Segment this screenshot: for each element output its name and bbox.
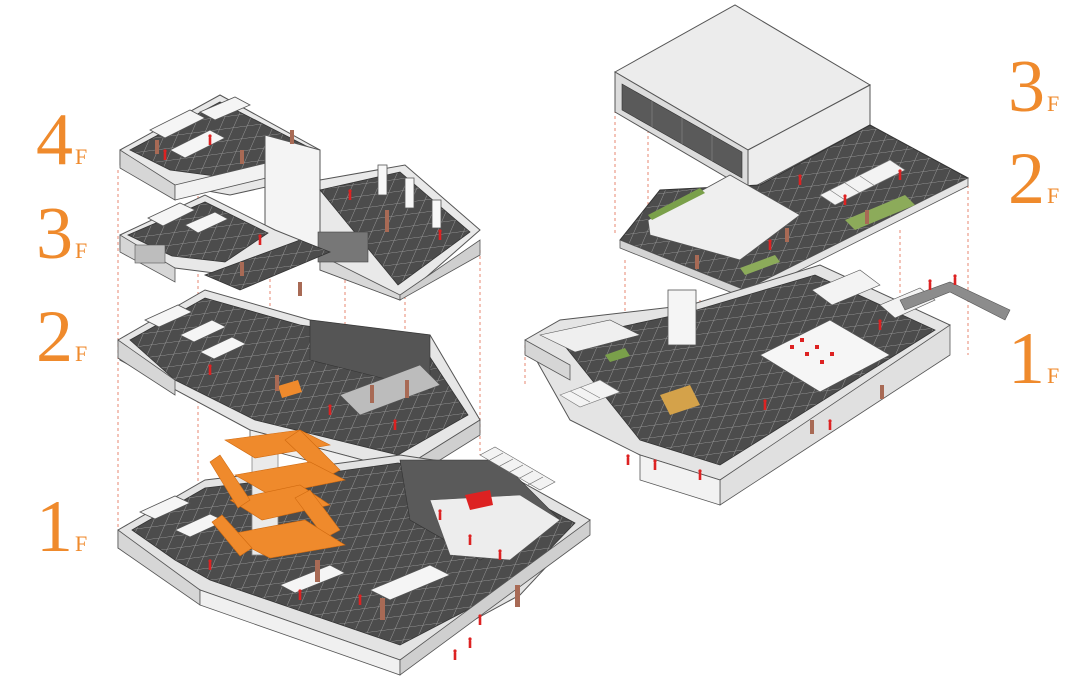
left-exterior-stair: [479, 446, 556, 491]
left-floor-2f: [117, 289, 481, 486]
right-columns: [695, 210, 884, 434]
left-columns: [155, 130, 520, 620]
left-floor-label-1f: 1F: [36, 486, 88, 568]
left-floor-label-2f: 2F: [36, 296, 88, 378]
right-2f-stair: [819, 159, 906, 206]
right-floor-1f: [524, 264, 1011, 506]
orange-spiral-stair-icon: [209, 429, 346, 559]
left-building: [117, 94, 591, 676]
left-floor-1f: [117, 446, 591, 676]
left-floor-label-4f: 4F: [36, 99, 88, 181]
right-floor-3f: [613, 4, 872, 191]
left-floor-3f: [119, 194, 332, 291]
right-floor-label-3f: 3F: [1008, 46, 1060, 128]
right-building: [524, 4, 1011, 506]
right-floor-label-2f: 2F: [1008, 138, 1060, 220]
left-upper-block: [264, 134, 481, 301]
left-floor-label-3f: 3F: [36, 193, 88, 275]
right-floor-label-1f: 1F: [1008, 318, 1060, 400]
